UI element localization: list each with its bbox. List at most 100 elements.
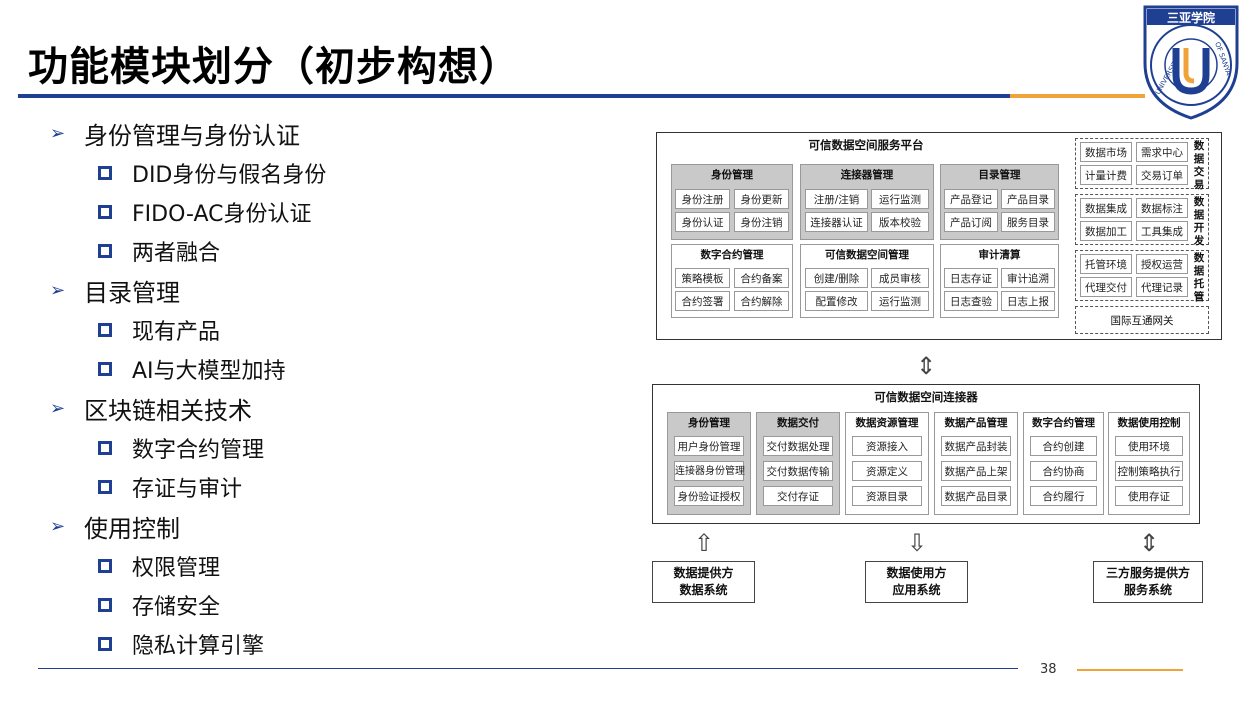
module-title: 数据交付 <box>777 417 819 429</box>
module-title: 数字合约管理 <box>700 249 764 261</box>
outline-item: ➢使用控制 <box>50 506 326 546</box>
side-cell: 托管环境 <box>1080 254 1132 274</box>
outline-subitem-label: 存证与审计 <box>132 476 243 502</box>
module-cell: 成员审核 <box>871 268 929 288</box>
gateway-label: 国际互通网关 <box>1110 315 1174 327</box>
module-cell: 日志存证 <box>944 268 998 288</box>
module-cell: 创建/删除 <box>805 268 868 288</box>
outline-item-label: 目录管理 <box>84 278 180 307</box>
outline-subitem: 隐私计算引擎 <box>98 624 326 663</box>
triangle-bullet-icon: ➢ <box>50 515 66 537</box>
double-arrow-vertical-icon: ⇕ <box>1139 529 1160 557</box>
outline-subitem-label: 存储安全 <box>132 594 221 620</box>
module-cell: 连接器身份管理 <box>674 461 745 481</box>
external-line1: 三方服务提供方 <box>1105 566 1190 580</box>
module-cell: 版本校验 <box>871 212 929 232</box>
module-cell: 合约解除 <box>734 291 789 311</box>
module-cell: 日志查验 <box>944 291 998 311</box>
square-bullet-icon <box>98 558 112 573</box>
module-cell: 数据产品封装 <box>941 436 1011 456</box>
triangle-bullet-icon: ➢ <box>50 122 66 144</box>
footer-line-orange <box>1077 669 1183 671</box>
side-cell: 工具集成 <box>1136 221 1188 241</box>
outline-subitem-label: 现有产品 <box>132 319 221 345</box>
external-line2: 服务系统 <box>1123 583 1172 597</box>
module-cell: 身份认证 <box>675 212 730 232</box>
outline-item: ➢ 身份管理与身份认证 <box>50 113 326 153</box>
side-cell: 计量计费 <box>1080 165 1132 185</box>
side-cell: 数据标注 <box>1136 198 1188 218</box>
outline-subitem-label: FIDO-AC身份认证 <box>132 201 312 227</box>
outline-subitem-label: DID身份与假名身份 <box>132 162 327 188</box>
outline-subitem: 现有产品 <box>98 310 326 349</box>
outline-subitem: AI与大模型加持 <box>98 349 326 388</box>
module-cell: 身份注销 <box>734 212 789 232</box>
module-cell: 用户身份管理 <box>674 436 744 456</box>
double-arrow-vertical-icon: ⇕ <box>916 352 937 380</box>
outline-subitem: 两者融合 <box>98 231 326 270</box>
outline-subitem-label: 两者融合 <box>132 240 221 266</box>
side-cell: 交易订单 <box>1136 165 1188 185</box>
outline-subitem: FIDO-AC身份认证 <box>98 192 326 231</box>
module-cell: 资源目录 <box>852 486 922 506</box>
module-cell: 交付数据处理 <box>763 436 833 456</box>
side-cell: 授权运营 <box>1136 254 1188 274</box>
square-bullet-icon <box>98 479 112 494</box>
module-cell: 审计追溯 <box>1001 268 1055 288</box>
external-system-provider: 数据提供方 数据系统 <box>652 561 755 603</box>
square-bullet-icon <box>98 636 112 651</box>
module-title: 身份管理 <box>711 169 753 181</box>
university-logo: 三亚学院 UNIVERSITY OF SANYA <box>1143 5 1239 120</box>
side-cell: 代理记录 <box>1136 277 1188 297</box>
side-cell: 代理交付 <box>1080 277 1132 297</box>
side-group-label: 数据开发 <box>1193 196 1205 247</box>
square-bullet-icon <box>98 322 112 337</box>
module-cell: 运行监测 <box>871 291 929 311</box>
square-bullet-icon <box>98 361 112 376</box>
module-cell: 控制策略执行 <box>1115 461 1183 481</box>
module-cell: 身份验证授权 <box>674 486 744 506</box>
side-cell: 数据集成 <box>1080 198 1132 218</box>
outline-item-label: 身份管理与身份认证 <box>84 121 300 150</box>
module-title: 审计清算 <box>978 249 1021 261</box>
external-line1: 数据提供方 <box>673 566 734 580</box>
platform-title: 可信数据空间服务平台 <box>808 138 924 152</box>
module-cell: 运行监测 <box>871 189 929 209</box>
outline-subitem-label: 权限管理 <box>132 555 221 581</box>
module-cell: 产品目录 <box>1001 189 1055 209</box>
outline-subitem: 权限管理 <box>98 546 326 585</box>
connector-title: 可信数据空间连接器 <box>874 390 978 404</box>
module-cell: 连接器认证 <box>805 212 868 232</box>
square-bullet-icon <box>98 204 112 219</box>
module-title: 数据资源管理 <box>855 417 919 429</box>
side-group-label: 数据交易 <box>1193 140 1205 191</box>
triangle-bullet-icon: ➢ <box>50 397 66 419</box>
external-line2: 应用系统 <box>892 583 941 597</box>
square-bullet-icon <box>98 440 112 455</box>
module-cell: 日志上报 <box>1001 291 1055 311</box>
outline-subitem: 存证与审计 <box>98 467 326 506</box>
title-underline-orange <box>1010 94 1145 98</box>
arrow-down-icon: ⇩ <box>907 529 928 557</box>
module-cell: 合约履行 <box>1030 486 1097 506</box>
module-cell: 交付数据传输 <box>763 461 833 481</box>
outline-item: ➢区块链相关技术 <box>50 388 326 428</box>
module-cell: 数据产品目录 <box>941 486 1011 506</box>
module-title: 数据使用控制 <box>1117 417 1181 429</box>
module-cell: 资源接入 <box>852 436 922 456</box>
square-bullet-icon <box>98 597 112 612</box>
module-cell: 身份注册 <box>675 189 730 209</box>
external-line1: 数据使用方 <box>886 566 947 580</box>
module-title: 目录管理 <box>978 169 1021 181</box>
module-title: 连接器管理 <box>840 169 894 181</box>
outline-subitem: DID身份与假名身份 <box>98 153 326 192</box>
side-group-development <box>1075 194 1209 245</box>
square-bullet-icon <box>98 165 112 180</box>
side-cell: 需求中心 <box>1136 142 1188 162</box>
module-cell: 交付存证 <box>763 486 833 506</box>
module-cell: 合约创建 <box>1030 436 1097 456</box>
module-title: 可信数据空间管理 <box>825 249 909 261</box>
module-cell: 注册/注销 <box>805 189 868 209</box>
module-cell: 配置修改 <box>805 291 868 311</box>
